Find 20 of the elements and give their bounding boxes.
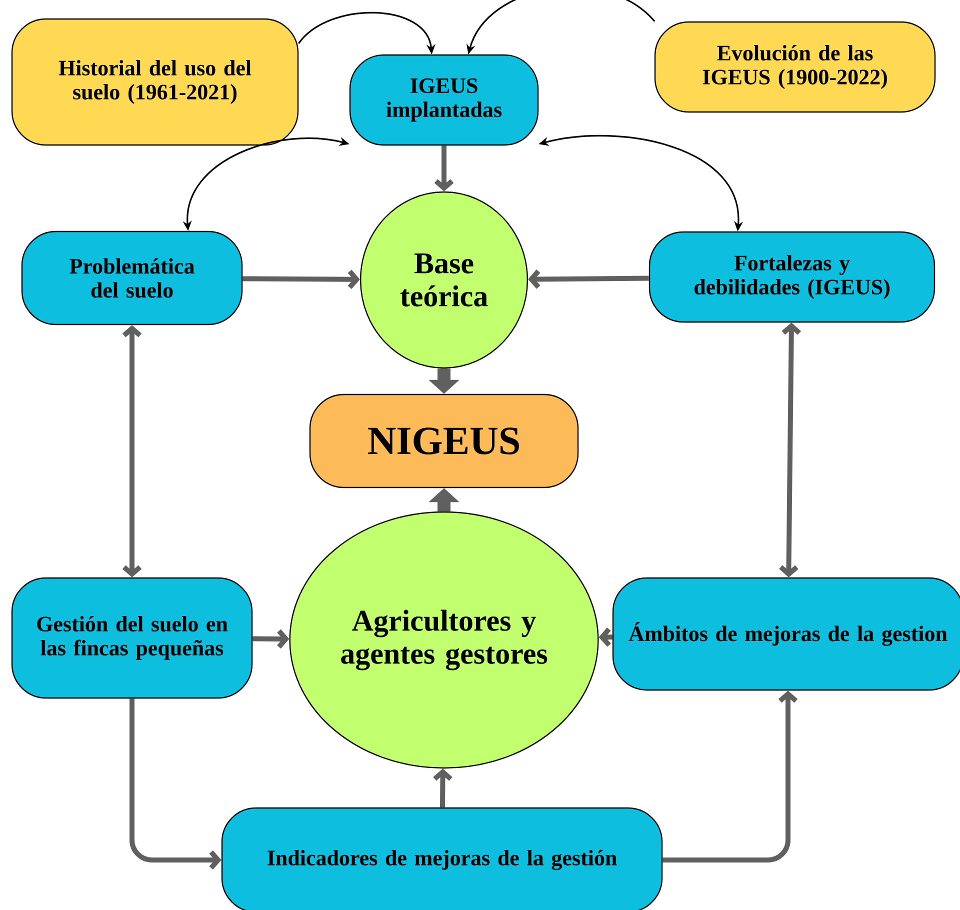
note-box: Historial del uso del suelo (1961-2021) [11,18,299,146]
process-box: Ámbitos de mejoras de la gestion [612,577,960,691]
arrow [242,270,360,290]
process-box: Problemática del suelo [21,230,243,326]
arrow [779,322,802,578]
arrow [433,768,452,808]
process-box: Fortalezas y debilidades (IGEUS) [648,231,936,323]
arrow [434,146,454,192]
ellipse-node: Base teórica [360,191,528,369]
arrow [122,325,142,578]
process-box: IGEUS implantadas [349,54,539,146]
process-box: Indicadores de mejoras de la gestión [221,807,663,910]
arrow [662,690,798,862]
process-box: Gestión del suelo en las fincas pequeñas [11,577,253,699]
arrow [252,629,290,649]
arrow [528,270,649,289]
note-box: Evolución de las IGEUS (1900-2022) [654,21,936,113]
circle-node: Agricultores y agentes gestores [289,511,599,769]
result-box: NIGEUS [309,394,579,488]
arrow [130,698,222,870]
